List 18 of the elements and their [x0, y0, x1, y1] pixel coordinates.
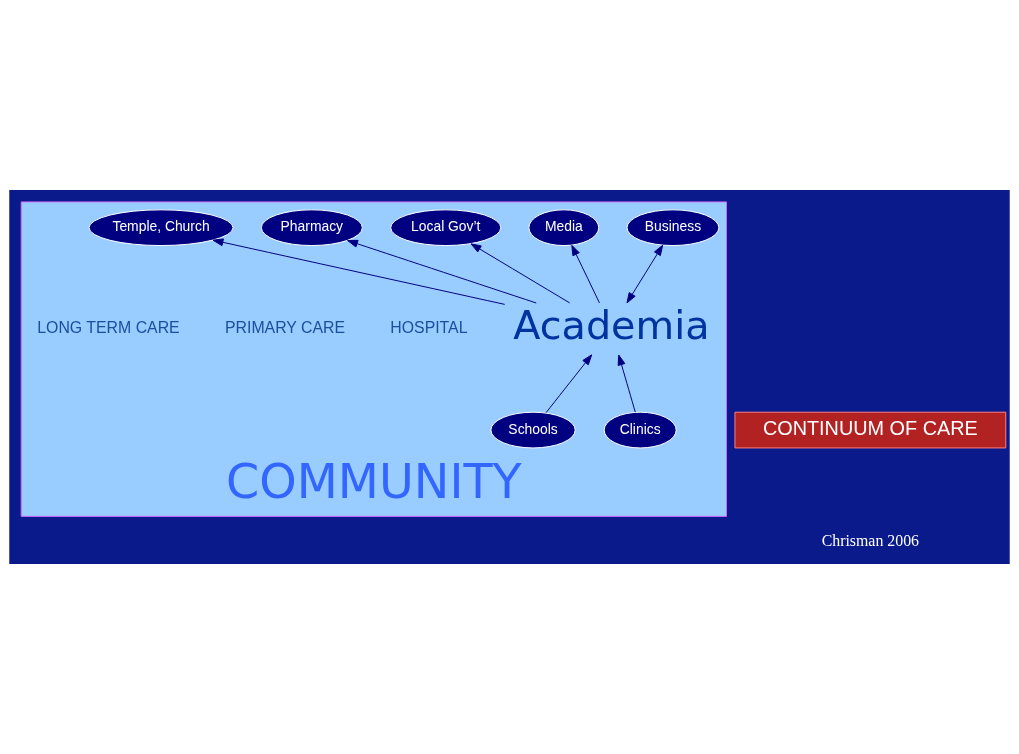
label: PRIMARY CARE [224, 318, 346, 336]
node-box: CONTINUUM OF CARE [734, 411, 1007, 449]
label: Chrisman 2006 [821, 531, 920, 549]
label: HOSPITAL [390, 318, 468, 336]
label: LONG TERM CARE [37, 318, 180, 336]
node-ellipse: Schools [490, 411, 576, 449]
node-text: Academia [513, 301, 710, 348]
arrow [626, 244, 664, 304]
node-ellipse: Clinics [603, 411, 677, 449]
arrow [545, 354, 593, 414]
node-ellipse: Local Gov’t [390, 209, 502, 247]
node-ellipse: Media [528, 209, 600, 247]
node-ellipse: Business [626, 209, 720, 247]
arrow [347, 239, 537, 304]
arrow [617, 354, 636, 413]
arrow [571, 244, 600, 304]
arrow [470, 243, 571, 304]
arrow [212, 238, 506, 305]
